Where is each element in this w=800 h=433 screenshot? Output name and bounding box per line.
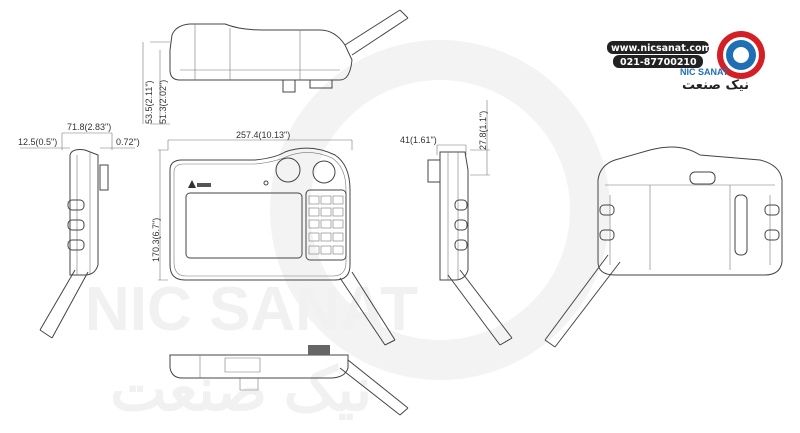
watermark-text-en: NIC SANAT bbox=[85, 275, 418, 344]
dim-side-width: 71.8(2.83") bbox=[67, 122, 111, 132]
dim-top-height-outer: 53.5(2.11") bbox=[144, 80, 154, 124]
dim-front-height: 170.3(6.7") bbox=[151, 218, 161, 262]
dim-front-width: 257.4(10.13") bbox=[236, 130, 290, 140]
nicsanat-logo: www.nicsanat.com 021-87700210 NIC SANAT … bbox=[607, 31, 765, 93]
logo-website: www.nicsanat.com bbox=[611, 43, 712, 54]
logo-brand-en: NIC SANAT bbox=[680, 67, 729, 77]
dim-side-left-offset: 12.5(0.5") bbox=[18, 137, 57, 147]
back-view bbox=[544, 146, 783, 348]
right-side-view: 41(1.61") 27.8(1.1") bbox=[400, 100, 513, 346]
dim-top-height-inner: 51.3(2.02") bbox=[158, 80, 168, 124]
front-view: 257.4(10.13") 170.3(6.7") bbox=[151, 130, 396, 346]
dim-side-right-offset: 0.72") bbox=[116, 137, 140, 147]
top-view: 53.5(2.11") 51.3(2.02") bbox=[142, 9, 409, 125]
left-side-view: 71.8(2.83") 12.5(0.5") 0.72") bbox=[18, 122, 140, 339]
logo-phone: 021-87700210 bbox=[620, 57, 697, 68]
bottom-view bbox=[169, 345, 409, 416]
dim-right-side-depth: 41(1.61") bbox=[400, 135, 437, 145]
dim-right-side-height: 27.8(1.1") bbox=[478, 111, 488, 150]
watermark-text-fa: نیک صنعت bbox=[110, 356, 372, 423]
logo-brand-fa: نیک صنعت bbox=[682, 78, 749, 93]
watermark: NIC SANAT نیک صنعت bbox=[85, 40, 610, 423]
